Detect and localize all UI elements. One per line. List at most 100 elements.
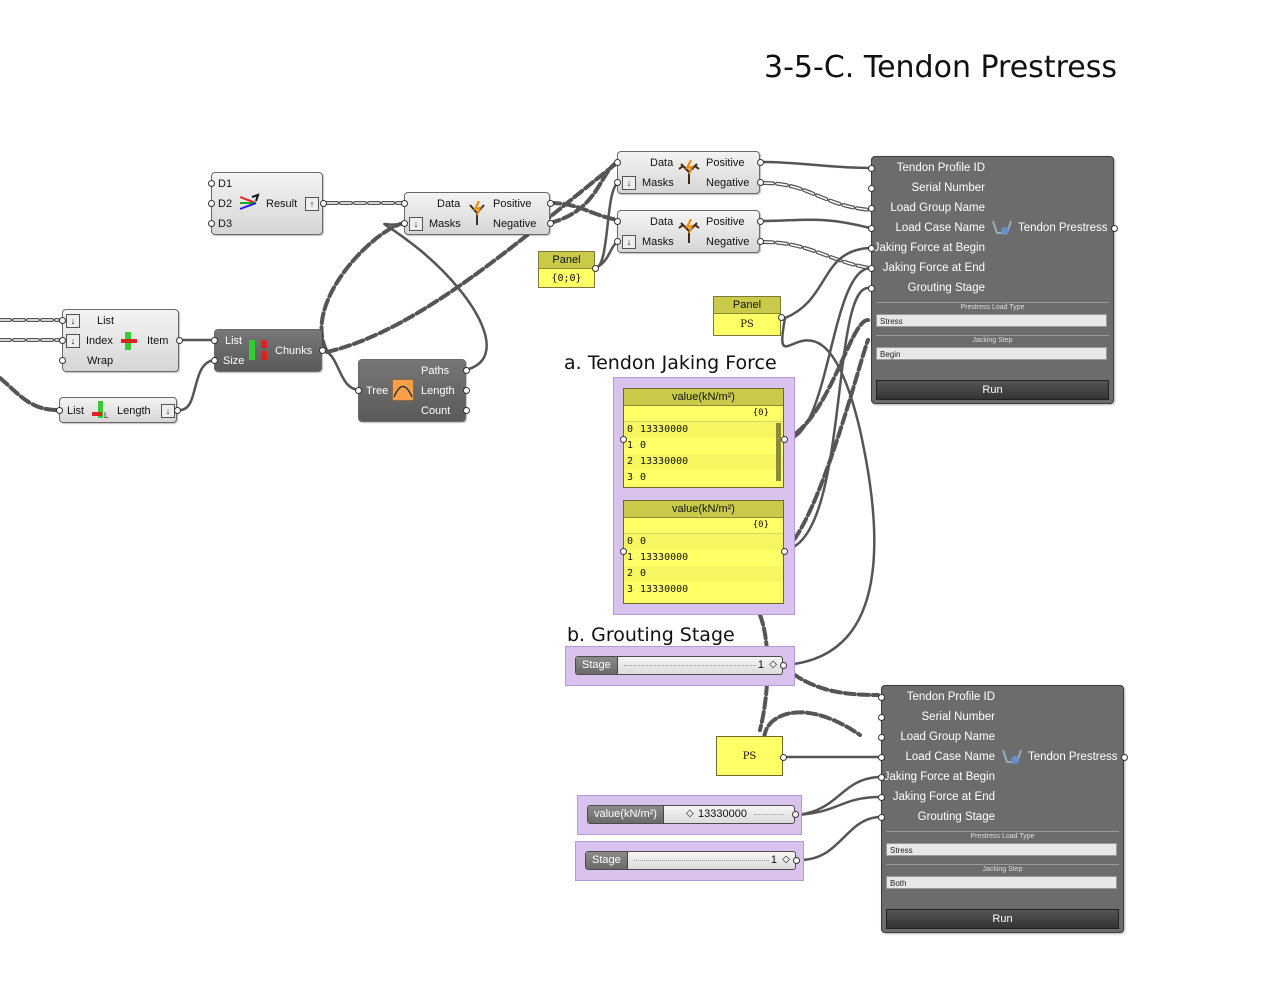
input-grip[interactable] bbox=[614, 159, 621, 166]
panel-scrollbar[interactable] bbox=[776, 423, 781, 481]
tendon-prestress-component-1[interactable]: Tendon Profile ID Serial Number Load Gro… bbox=[868, 156, 1118, 404]
input-grip[interactable] bbox=[614, 238, 621, 245]
arrow-down-icon[interactable]: ↓ bbox=[66, 334, 80, 348]
prestress-load-type-select[interactable]: Stress bbox=[876, 314, 1107, 327]
jacking-step-select[interactable]: Both bbox=[886, 876, 1117, 889]
input-grip[interactable] bbox=[56, 407, 63, 414]
output-grip[interactable] bbox=[547, 200, 554, 207]
list-length-component[interactable]: List L Length ↓ bbox=[56, 397, 181, 423]
input-grip[interactable] bbox=[868, 205, 875, 212]
split-list-chunks-component[interactable]: List Size Chunks bbox=[211, 329, 326, 372]
output-grip[interactable] bbox=[463, 407, 470, 414]
output-grip[interactable] bbox=[547, 220, 554, 227]
dispatch-tree-component-top[interactable]: Data ↓ Masks Positive Negative bbox=[614, 151, 764, 194]
list-length-output-length: Length bbox=[117, 405, 151, 417]
output-grip[interactable] bbox=[1121, 754, 1128, 761]
run-button[interactable]: Run bbox=[886, 909, 1119, 929]
input-grip[interactable] bbox=[614, 218, 621, 225]
merge-component[interactable]: D1 D2 D3 Result ↑ bbox=[208, 172, 327, 235]
input-grip[interactable] bbox=[878, 794, 885, 801]
input-grip[interactable] bbox=[878, 734, 885, 741]
arrow-down-icon[interactable]: ↓ bbox=[622, 176, 636, 190]
output-grip[interactable] bbox=[1111, 225, 1118, 232]
output-grip[interactable] bbox=[592, 265, 599, 272]
output-grip[interactable] bbox=[463, 367, 470, 374]
input-grip[interactable] bbox=[868, 165, 875, 172]
output-grip[interactable] bbox=[793, 857, 800, 864]
output-grip[interactable] bbox=[757, 218, 764, 225]
output-grip[interactable] bbox=[757, 159, 764, 166]
arrow-up-icon[interactable]: ↑ bbox=[305, 197, 319, 211]
panel-path[interactable]: Panel {0;0} bbox=[538, 251, 599, 288]
slider-rail[interactable] bbox=[624, 665, 756, 666]
output-grip[interactable] bbox=[176, 337, 183, 344]
list-item-component[interactable]: ↓ List ↓ Index Wrap Item bbox=[59, 309, 183, 372]
input-grip[interactable] bbox=[868, 265, 875, 272]
arrow-down-icon[interactable]: ↓ bbox=[66, 314, 80, 328]
input-grip[interactable] bbox=[868, 185, 875, 192]
panel-header: Panel bbox=[539, 252, 594, 269]
panel-ps[interactable]: Panel PS bbox=[713, 296, 785, 336]
output-grip[interactable] bbox=[780, 662, 787, 669]
input-grip[interactable] bbox=[211, 357, 218, 364]
tree-statistics-component[interactable]: Tree Paths Length Count bbox=[355, 359, 470, 422]
jacking-step-select[interactable]: Begin bbox=[876, 347, 1107, 360]
input-grip[interactable] bbox=[614, 179, 621, 186]
input-grouting-stage: Grouting Stage bbox=[907, 282, 985, 294]
input-grip[interactable] bbox=[878, 694, 885, 701]
slider-value: 1 bbox=[757, 659, 764, 671]
input-grip[interactable] bbox=[355, 387, 362, 394]
arrow-down-icon[interactable]: ↓ bbox=[161, 404, 175, 418]
output-grip[interactable] bbox=[174, 407, 181, 414]
output-grip[interactable] bbox=[781, 436, 788, 443]
slider-handle-icon[interactable]: ◇ bbox=[769, 659, 777, 670]
input-grip[interactable] bbox=[59, 337, 66, 344]
input-grip[interactable] bbox=[620, 436, 627, 443]
input-grip[interactable] bbox=[208, 220, 215, 227]
slider-rail[interactable] bbox=[754, 814, 784, 815]
input-grip[interactable] bbox=[401, 220, 408, 227]
stage-slider-2[interactable]: Stage 1 ◇ bbox=[585, 851, 800, 870]
input-grip[interactable] bbox=[868, 285, 875, 292]
slider-rail[interactable] bbox=[634, 860, 769, 861]
arrow-down-icon[interactable]: ↓ bbox=[622, 235, 636, 249]
input-serial-number: Serial Number bbox=[921, 711, 996, 723]
input-grip[interactable] bbox=[401, 200, 408, 207]
run-button[interactable]: Run bbox=[876, 380, 1109, 400]
input-grip[interactable] bbox=[878, 754, 885, 761]
input-grip[interactable] bbox=[59, 317, 66, 324]
input-grip[interactable] bbox=[620, 548, 627, 555]
input-grip[interactable] bbox=[208, 200, 215, 207]
output-grip[interactable] bbox=[781, 548, 788, 555]
tendon-prestress-component-2[interactable]: Tendon Profile ID Serial Number Load Gro… bbox=[878, 685, 1128, 933]
stage-slider-1[interactable]: Stage 1 ◇ bbox=[575, 656, 787, 675]
value-slider[interactable]: value(kN/m²) ◇ 13330000 bbox=[587, 805, 799, 824]
output-grip[interactable] bbox=[780, 754, 787, 761]
input-grip[interactable] bbox=[208, 180, 215, 187]
input-grip[interactable] bbox=[878, 774, 885, 781]
input-grip[interactable] bbox=[868, 245, 875, 252]
output-grip[interactable] bbox=[757, 179, 764, 186]
output-grip[interactable] bbox=[319, 347, 326, 354]
dispatch-component-main[interactable]: Data ↓ Masks Positive Negative bbox=[401, 192, 554, 235]
list-item-icon bbox=[121, 332, 137, 350]
chunks-input-size: Size bbox=[223, 355, 245, 367]
arrow-down-icon[interactable]: ↓ bbox=[409, 217, 423, 231]
output-grip[interactable] bbox=[757, 238, 764, 245]
output-grip[interactable] bbox=[778, 314, 785, 321]
input-grip[interactable] bbox=[868, 225, 875, 232]
prestress-load-type-select[interactable]: Stress bbox=[886, 843, 1117, 856]
slider-handle-icon[interactable]: ◇ bbox=[686, 808, 694, 819]
input-grip[interactable] bbox=[878, 714, 885, 721]
panel-ps-2[interactable]: PS bbox=[716, 736, 787, 776]
input-grip[interactable] bbox=[878, 814, 885, 821]
input-grip[interactable] bbox=[211, 337, 218, 344]
output-grip[interactable] bbox=[320, 200, 327, 207]
input-grip[interactable] bbox=[59, 357, 66, 364]
slider-handle-icon[interactable]: ◇ bbox=[782, 854, 790, 865]
output-grip[interactable] bbox=[792, 811, 799, 818]
output-grip[interactable] bbox=[463, 387, 470, 394]
dispatch-tree-component-mid[interactable]: Data ↓ Masks Positive Negative bbox=[614, 210, 764, 253]
